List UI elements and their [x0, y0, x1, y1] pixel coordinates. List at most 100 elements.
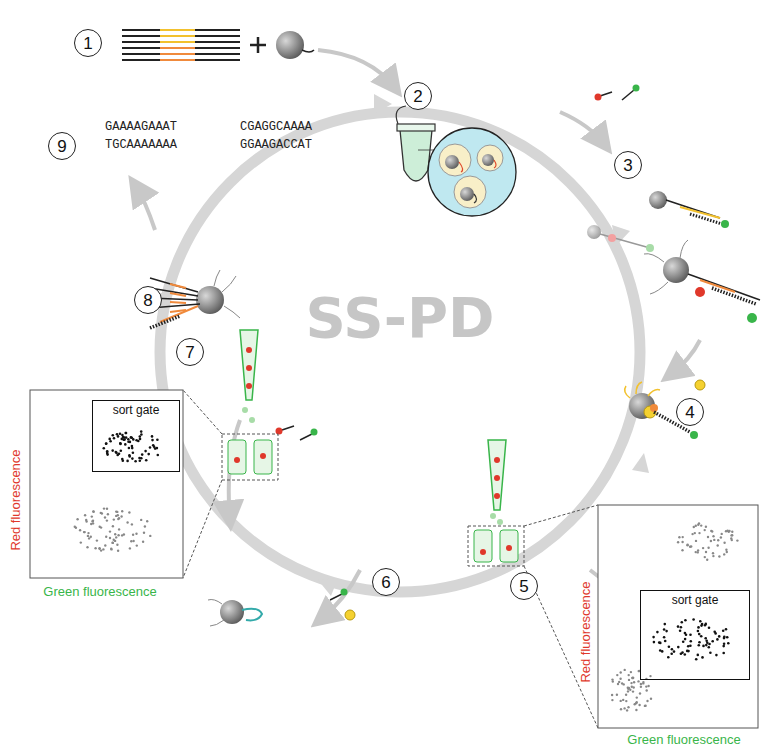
event-dot	[101, 512, 103, 514]
event-dot	[74, 526, 76, 528]
event-dot	[125, 432, 128, 435]
event-dot	[667, 656, 670, 659]
event-dot	[664, 623, 667, 626]
event-dot	[124, 443, 127, 446]
event-dot	[695, 658, 698, 661]
event-dot	[117, 550, 119, 552]
event-dot	[115, 451, 118, 454]
event-dot	[151, 435, 154, 438]
event-dot	[149, 446, 152, 449]
event-dot	[673, 650, 676, 653]
event-dot	[725, 549, 727, 551]
event-dot	[127, 440, 130, 443]
released-probes	[276, 426, 623, 620]
event-dot	[638, 704, 640, 706]
event-dot	[628, 679, 630, 681]
event-dot	[686, 544, 688, 546]
event-dot	[632, 677, 634, 679]
event-dot	[640, 683, 642, 685]
released-bead	[208, 600, 262, 627]
event-dot	[649, 675, 651, 677]
event-dot	[717, 544, 719, 546]
event-dot	[677, 646, 680, 649]
callout-number: 8	[143, 292, 152, 309]
event-dot	[635, 702, 637, 704]
event-dot	[118, 453, 121, 456]
event-dot	[131, 457, 134, 460]
event-dot	[616, 674, 618, 676]
event-dot	[121, 510, 123, 512]
event-dot	[677, 625, 680, 628]
event-dot	[718, 555, 720, 557]
event-dot	[695, 525, 697, 527]
event-dot	[704, 624, 707, 627]
event-dot	[92, 510, 94, 512]
event-dot	[114, 533, 116, 535]
event-dot	[109, 440, 112, 443]
event-dot	[109, 537, 111, 539]
event-dot	[695, 551, 697, 553]
callout-circle: 3	[614, 151, 642, 179]
event-dot	[627, 690, 629, 692]
event-dot	[96, 539, 98, 541]
event-dot	[635, 709, 637, 711]
event-dot	[624, 669, 626, 671]
event-dot	[111, 542, 113, 544]
event-dot	[736, 539, 738, 541]
event-dot	[704, 556, 706, 558]
event-dot	[76, 518, 78, 520]
event-dot	[712, 552, 714, 554]
event-dot	[704, 637, 707, 640]
event-dot	[145, 459, 148, 462]
event-dot	[711, 640, 714, 643]
event-dot	[708, 646, 711, 649]
event-dot	[627, 706, 629, 708]
event-dot	[684, 619, 687, 622]
bead	[276, 31, 304, 59]
event-dot	[157, 454, 160, 457]
event-dot	[113, 518, 115, 520]
event-dot	[682, 536, 684, 538]
event-dot	[142, 541, 144, 543]
event-dot	[712, 535, 714, 537]
bead-amplification	[150, 270, 240, 328]
event-dot	[725, 628, 728, 631]
event-dot	[690, 640, 693, 643]
event-dot	[106, 450, 109, 453]
event-dot	[714, 632, 717, 635]
event-dot	[121, 458, 124, 461]
event-dot	[700, 624, 703, 627]
event-dot	[712, 555, 714, 557]
event-dot	[100, 549, 102, 551]
callout-number: 4	[685, 404, 694, 421]
plus-sign	[250, 37, 266, 53]
event-dot	[98, 547, 100, 549]
event-dot	[722, 645, 725, 648]
event-dot	[723, 553, 725, 555]
sorter-nozzle	[228, 330, 272, 474]
event-dot	[147, 453, 150, 456]
event-dot	[139, 459, 142, 462]
event-dot	[663, 628, 666, 631]
event-dot	[705, 526, 707, 528]
event-dot	[698, 532, 700, 534]
event-dot	[639, 692, 641, 694]
event-dot	[693, 526, 695, 528]
event-dot	[130, 436, 133, 439]
event-dot	[702, 645, 705, 648]
event-dot	[687, 650, 690, 653]
event-dot	[698, 644, 701, 647]
event-dot	[103, 507, 105, 509]
emulsion-inset	[428, 128, 516, 216]
event-dot	[730, 534, 732, 536]
event-dot	[680, 653, 683, 656]
event-dot	[112, 525, 114, 527]
event-dot	[628, 687, 630, 689]
event-dot	[705, 644, 708, 647]
event-dot	[691, 533, 693, 535]
event-dot	[653, 641, 656, 644]
sorter-nozzle	[474, 440, 518, 562]
axis-label: Green fluorescence	[627, 733, 740, 747]
event-dot	[156, 447, 159, 450]
event-dot	[134, 460, 137, 463]
